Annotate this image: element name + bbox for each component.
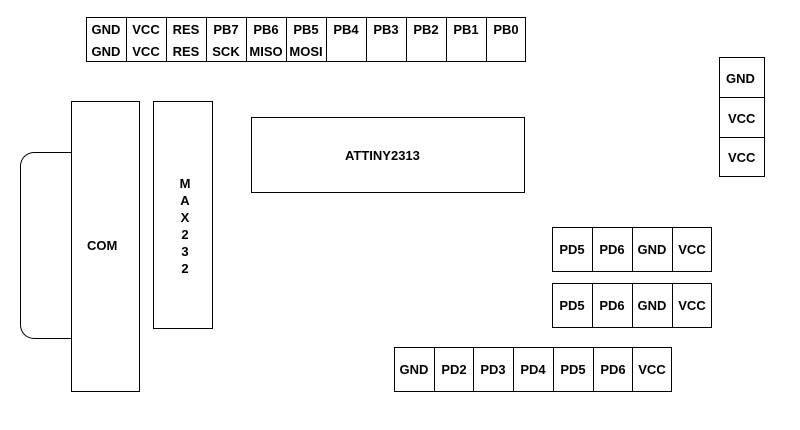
power-header-divider — [719, 97, 765, 98]
bottom-header-pin-label: VCC — [638, 362, 666, 377]
power-header-divider — [719, 137, 765, 138]
max232-letter: X — [180, 210, 190, 225]
power-header-pin: VCC — [728, 150, 756, 165]
top-header-pin-label: SCK — [212, 44, 240, 59]
max232-letter: 2 — [181, 261, 189, 276]
max232-letter: 3 — [181, 244, 189, 259]
top-header-pin-label: GND — [91, 44, 121, 59]
bottom-header-pin-label: GND — [399, 362, 429, 377]
power-header-pin: GND — [726, 71, 755, 86]
pd-header-b-pin-label: PD6 — [599, 298, 625, 313]
max232-chip — [153, 101, 213, 329]
bottom-header-pin-label: PD3 — [480, 362, 506, 377]
top-header-pin-label: PB6 — [253, 22, 279, 37]
top-header-pin-label: PB4 — [333, 22, 359, 37]
top-header — [86, 17, 526, 62]
pd-header-a-divider — [672, 227, 673, 272]
top-header-pin-label: RES — [172, 22, 200, 37]
top-header-pin-label: VCC — [132, 44, 160, 59]
bottom-header-divider — [632, 347, 633, 392]
top-header-pin-label: RES — [172, 44, 200, 59]
bottom-header-pin-label: PD5 — [560, 362, 586, 377]
bottom-header-pin-label: PD4 — [520, 362, 546, 377]
top-header-divider — [206, 17, 207, 62]
pd-header-a-pin-label: PD5 — [559, 242, 585, 257]
top-header-divider — [486, 17, 487, 62]
top-header-pin-label: GND — [91, 22, 121, 37]
power-header — [719, 57, 765, 177]
bottom-header-divider — [593, 347, 594, 392]
bottom-header-pin-label: PD6 — [600, 362, 626, 377]
top-header-pin-label: PB0 — [493, 22, 519, 37]
chip-label: ATTINY2313 — [345, 148, 420, 163]
pd-header-b-pin-label: VCC — [678, 298, 706, 313]
top-header-pin-label: PB1 — [453, 22, 479, 37]
top-header-divider — [166, 17, 167, 62]
pd-header-a-divider — [632, 227, 633, 272]
bottom-header — [394, 347, 672, 392]
bottom-header-divider — [513, 347, 514, 392]
bottom-header-divider — [434, 347, 435, 392]
power-header-pin: VCC — [728, 111, 756, 126]
bottom-header-divider — [553, 347, 554, 392]
max232-letter: 2 — [181, 227, 189, 242]
com-label: COM — [87, 238, 118, 253]
pd-header-a-pin-label: PD6 — [599, 242, 625, 257]
top-header-pin-label: VCC — [132, 22, 160, 37]
pd-header-b-pin-label: GND — [637, 298, 667, 313]
top-header-divider — [406, 17, 407, 62]
com-connector-shell — [20, 152, 80, 339]
bottom-header-divider — [473, 347, 474, 392]
top-header-pin-label: MISO — [249, 44, 283, 59]
top-header-pin-label: PB3 — [373, 22, 399, 37]
top-header-divider — [446, 17, 447, 62]
top-header-divider — [126, 17, 127, 62]
top-header-pin-label: PB7 — [213, 22, 239, 37]
max232-letter: A — [180, 193, 190, 208]
pd-header-b-pin-label: PD5 — [559, 298, 585, 313]
pd-header-a-pin-label: VCC — [678, 242, 706, 257]
pd-header-a-divider — [592, 227, 593, 272]
top-header-pin-label: MOSI — [289, 44, 323, 59]
top-header-divider — [366, 17, 367, 62]
max232-letter: M — [179, 176, 191, 191]
attiny2313-chip — [251, 117, 525, 193]
pd-header-a-pin-label: GND — [637, 242, 667, 257]
pd-header-b-divider — [632, 283, 633, 328]
pd-header-b-divider — [672, 283, 673, 328]
top-header-divider — [326, 17, 327, 62]
top-header-pin-label: PB2 — [413, 22, 439, 37]
top-header-divider — [246, 17, 247, 62]
top-header-divider — [286, 17, 287, 62]
bottom-header-pin-label: PD2 — [441, 362, 467, 377]
pd-header-b-divider — [592, 283, 593, 328]
com-port — [71, 101, 140, 392]
top-header-pin-label: PB5 — [293, 22, 319, 37]
